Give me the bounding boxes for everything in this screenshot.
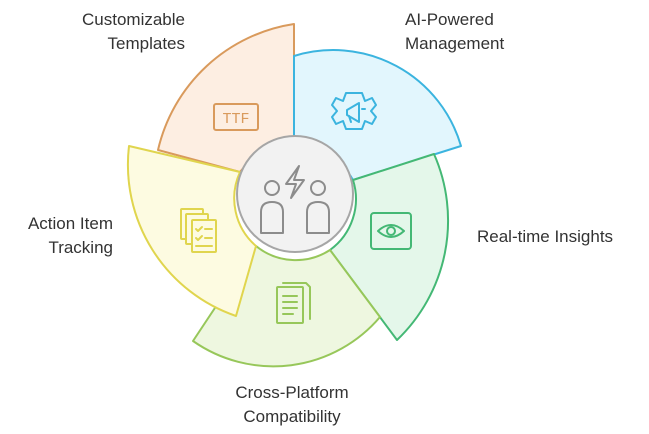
- label-line: Compatibility: [243, 407, 341, 426]
- label-cross-platform-compatibility: Cross-Platform Compatibility: [202, 381, 382, 429]
- label-line: Cross-Platform: [235, 383, 349, 402]
- documents-icon: [276, 282, 311, 324]
- label-line: Management: [405, 34, 505, 53]
- label-line: Templates: [107, 34, 185, 53]
- gear-megaphone-icon: [331, 92, 377, 130]
- segment-real-time-insights[interactable]: [329, 153, 449, 341]
- label-action-item-tracking: Action Item Tracking: [0, 212, 113, 260]
- label-line: Action Item: [27, 214, 113, 233]
- label-real-time-insights: Real-time Insights: [477, 225, 647, 249]
- label-ai-powered-management: AI-Powered Management: [405, 8, 575, 56]
- ttf-icon: TTF: [213, 103, 259, 131]
- checklist-icon: [180, 208, 217, 253]
- eye-scan-icon: [370, 212, 412, 250]
- label-line: Customizable: [82, 10, 185, 29]
- label-line: Real-time Insights: [477, 227, 614, 246]
- label-line: AI-Powered: [405, 10, 494, 29]
- people-lightning-icon: [260, 165, 330, 234]
- label-customizable-templates: Customizable Templates: [30, 8, 185, 56]
- ttf-icon-text: TTF: [222, 111, 249, 128]
- label-line: Tracking: [48, 238, 113, 257]
